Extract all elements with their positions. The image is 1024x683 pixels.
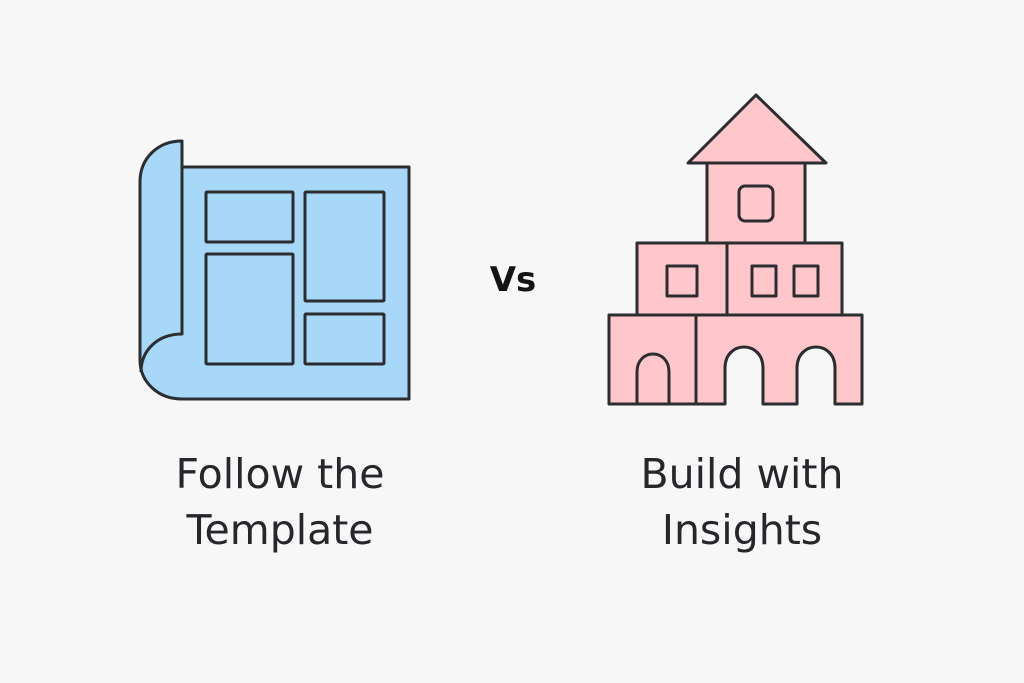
caption-line: Follow the — [175, 450, 385, 498]
blueprint-icon — [138, 139, 411, 401]
versus-text: Vs — [489, 260, 537, 300]
caption-line: Insights — [661, 506, 823, 554]
build-insights-caption: Build with Insights — [592, 446, 892, 558]
caption-line: Template — [186, 506, 374, 554]
castle-blocks-icon — [607, 93, 864, 406]
follow-template-caption: Follow the Template — [130, 446, 430, 558]
caption-line: Build with — [640, 450, 844, 498]
